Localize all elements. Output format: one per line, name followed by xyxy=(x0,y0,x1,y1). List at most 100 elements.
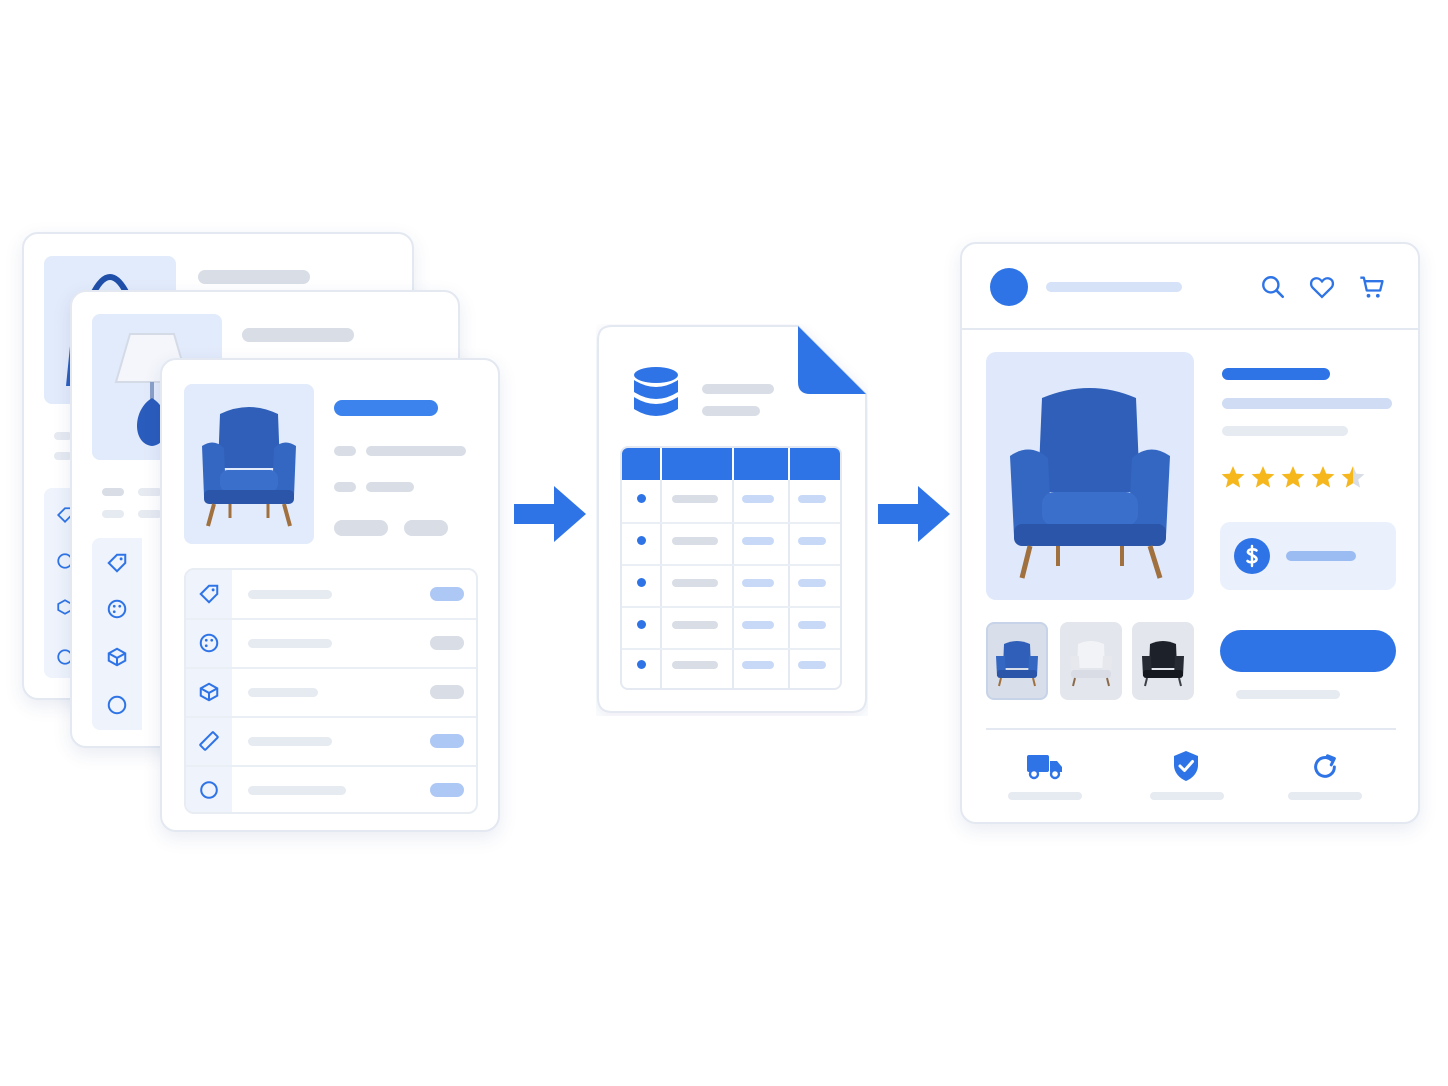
attribute-value xyxy=(430,587,464,601)
variant-thumbnail-white[interactable] xyxy=(1060,622,1122,700)
table-row xyxy=(622,490,840,510)
header-divider xyxy=(962,328,1418,330)
product-subtitle-placeholder xyxy=(1222,398,1392,409)
dollar-icon xyxy=(1234,538,1270,574)
row-divider xyxy=(186,618,476,620)
circle-icon xyxy=(198,779,220,801)
refresh-icon xyxy=(1310,752,1340,782)
text-placeholder xyxy=(102,488,124,496)
price-placeholder xyxy=(1286,551,1356,561)
star-icon xyxy=(1281,466,1305,488)
text-placeholder xyxy=(54,432,72,440)
heart-icon[interactable] xyxy=(1308,273,1336,301)
box-icon xyxy=(106,646,128,668)
section-divider xyxy=(986,728,1396,730)
tag-icon xyxy=(198,583,220,605)
row-divider xyxy=(186,716,476,718)
ruler-icon xyxy=(198,730,220,752)
variant-thumbnail-black[interactable] xyxy=(1132,622,1194,700)
text-placeholder xyxy=(334,446,356,456)
icon-column xyxy=(186,570,232,812)
truck-icon xyxy=(1026,752,1064,780)
data-table xyxy=(620,446,842,690)
attribute-list xyxy=(184,568,478,814)
armchair-icon xyxy=(996,641,1038,687)
add-to-cart-button[interactable] xyxy=(1220,630,1396,672)
header-divider xyxy=(788,448,790,480)
chip-placeholder xyxy=(334,520,388,536)
text-placeholder xyxy=(54,452,72,460)
palette-icon xyxy=(198,632,220,654)
tag-icon xyxy=(106,552,128,574)
price-box xyxy=(1220,522,1396,590)
star-icon xyxy=(1311,466,1335,488)
product-title-placeholder xyxy=(1222,368,1330,380)
arrow-right-icon xyxy=(876,484,952,544)
subtitle-placeholder xyxy=(702,406,760,416)
half-star-icon xyxy=(1341,466,1365,488)
database-document xyxy=(596,324,868,716)
text-placeholder xyxy=(138,488,162,496)
palette-icon xyxy=(106,598,128,620)
armchair-icon xyxy=(1010,388,1170,579)
attribute-value xyxy=(430,685,464,699)
feature-label-placeholder xyxy=(1008,792,1082,800)
table-row xyxy=(622,616,840,636)
text-placeholder xyxy=(366,446,466,456)
table-header xyxy=(622,448,840,480)
attribute-label xyxy=(248,688,318,697)
row-divider xyxy=(622,564,840,566)
row-divider xyxy=(622,648,840,650)
attribute-value xyxy=(430,636,464,650)
text-placeholder xyxy=(102,510,124,518)
star-icon xyxy=(1221,466,1245,488)
variant-thumbnail-blue[interactable] xyxy=(986,622,1048,700)
armchair-icon xyxy=(1142,641,1184,687)
attribute-value xyxy=(430,783,464,797)
star-icon xyxy=(1251,466,1275,488)
product-page xyxy=(960,242,1420,824)
table-row xyxy=(622,532,840,552)
text-placeholder xyxy=(334,482,356,492)
table-row xyxy=(622,574,840,594)
row-divider xyxy=(622,606,840,608)
column-divider xyxy=(660,448,662,688)
shield-check-icon xyxy=(1172,750,1200,782)
header-divider xyxy=(660,448,662,480)
attribute-value xyxy=(430,734,464,748)
product-subtitle-placeholder xyxy=(1222,426,1348,436)
column-divider xyxy=(788,448,790,688)
attribute-label xyxy=(248,639,332,648)
site-logo[interactable] xyxy=(990,268,1028,306)
table-row xyxy=(622,656,840,676)
title-placeholder xyxy=(242,328,354,342)
button-caption-placeholder xyxy=(1236,690,1340,699)
feature-label-placeholder xyxy=(1150,792,1224,800)
row-divider xyxy=(186,765,476,767)
arrow-right-icon xyxy=(512,484,588,544)
database-icon xyxy=(632,366,680,426)
product-main-image xyxy=(986,352,1194,600)
cart-icon[interactable] xyxy=(1358,273,1386,301)
product-image-armchair xyxy=(184,384,314,544)
header-divider xyxy=(732,448,734,480)
chip-placeholder xyxy=(404,520,448,536)
circle-icon xyxy=(106,694,128,716)
box-icon xyxy=(198,681,220,703)
armchair-icon xyxy=(202,407,296,527)
star-rating xyxy=(1220,464,1370,492)
title-placeholder xyxy=(198,270,310,284)
text-placeholder xyxy=(366,482,414,492)
feature-label-placeholder xyxy=(1288,792,1362,800)
title-placeholder xyxy=(334,400,438,416)
armchair-icon xyxy=(1070,641,1112,687)
row-divider xyxy=(186,667,476,669)
title-placeholder xyxy=(702,384,774,394)
column-divider xyxy=(732,448,734,688)
source-card-armchair xyxy=(160,358,500,832)
search-icon[interactable] xyxy=(1260,274,1286,300)
text-placeholder xyxy=(138,510,162,518)
attribute-label xyxy=(248,737,332,746)
site-name-placeholder xyxy=(1046,282,1182,292)
row-divider xyxy=(622,522,840,524)
